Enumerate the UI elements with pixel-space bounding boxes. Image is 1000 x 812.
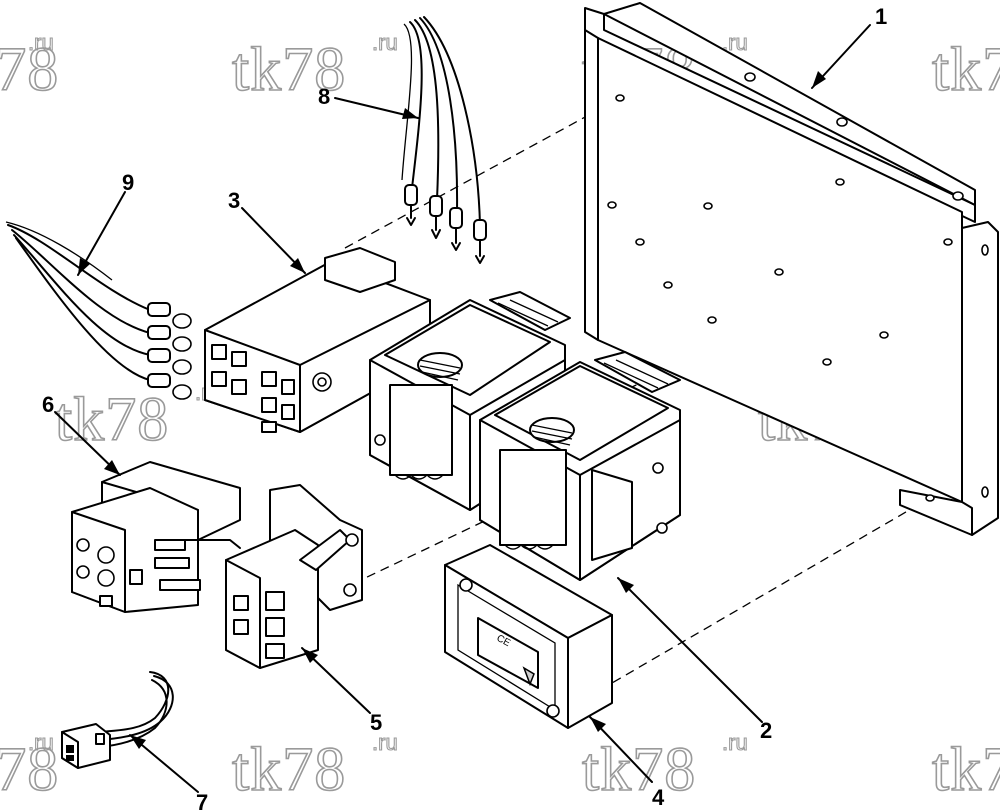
svg-text:.ru: .ru xyxy=(372,730,398,755)
watermark-bottom-left: tk78 .ru xyxy=(0,729,59,804)
watermark-bottom-far-right: tk78 xyxy=(931,735,1000,805)
wire-harness-left xyxy=(5,221,192,400)
coil-left xyxy=(417,352,463,381)
connector-cable xyxy=(61,671,174,769)
watermark-bottom-center: tk78 .ru xyxy=(231,729,398,804)
wire-harness-top xyxy=(401,16,487,264)
svg-text:.ru: .ru xyxy=(28,30,54,55)
svg-text:tk78: tk78 xyxy=(932,736,1000,804)
ring-terminals-top xyxy=(404,184,487,264)
aux-terminals xyxy=(211,344,332,433)
interlock-block xyxy=(225,484,363,669)
control-transformer: CE xyxy=(444,544,613,729)
watermark-top-far-right: tk78 xyxy=(931,35,1000,105)
watermark-mid-left: tk78 .ru xyxy=(54,379,221,454)
ring-terminals-left xyxy=(147,302,192,400)
watermark-top-center: tk78 .ru xyxy=(231,29,398,104)
svg-text:.ru: .ru xyxy=(722,730,748,755)
svg-text:.ru: .ru xyxy=(28,730,54,755)
leader-lines xyxy=(54,24,871,793)
svg-text:tk78: tk78 xyxy=(55,386,169,454)
mounting-plate xyxy=(584,2,999,536)
callout-6: 6 xyxy=(42,392,54,417)
callout-5: 5 xyxy=(370,710,382,735)
callout-7: 7 xyxy=(196,790,208,812)
svg-text:tk78: tk78 xyxy=(0,736,59,804)
svg-text:tk78: tk78 xyxy=(932,36,1000,104)
interlock-terminals xyxy=(233,591,285,659)
svg-text:tk78: tk78 xyxy=(0,36,59,104)
svg-text:tk78: tk78 xyxy=(582,736,696,804)
overload-relay xyxy=(71,461,241,613)
callout-1: 1 xyxy=(875,4,887,29)
plate-holes xyxy=(607,72,989,502)
coil-right xyxy=(529,417,575,446)
callout-numbers: 1 2 3 4 5 6 7 8 9 xyxy=(42,4,887,812)
callout-4: 4 xyxy=(652,785,665,810)
watermark-top-left: tk78 .ru xyxy=(0,29,59,104)
reversing-contactor xyxy=(369,291,681,581)
svg-text:tk78: tk78 xyxy=(232,736,346,804)
svg-text:.ru: .ru xyxy=(372,30,398,55)
transformer-label-plate: CE xyxy=(477,617,539,689)
watermark-bottom-right: tk78 .ru xyxy=(581,729,748,804)
callout-9: 9 xyxy=(122,170,134,195)
molex-connector xyxy=(61,723,111,769)
relay-terminals xyxy=(76,538,143,607)
callout-2: 2 xyxy=(760,718,772,743)
svg-text:tk78: tk78 xyxy=(232,36,346,104)
callout-3: 3 xyxy=(228,188,240,213)
relay-contact-pins xyxy=(154,539,241,591)
callout-8: 8 xyxy=(318,84,330,109)
